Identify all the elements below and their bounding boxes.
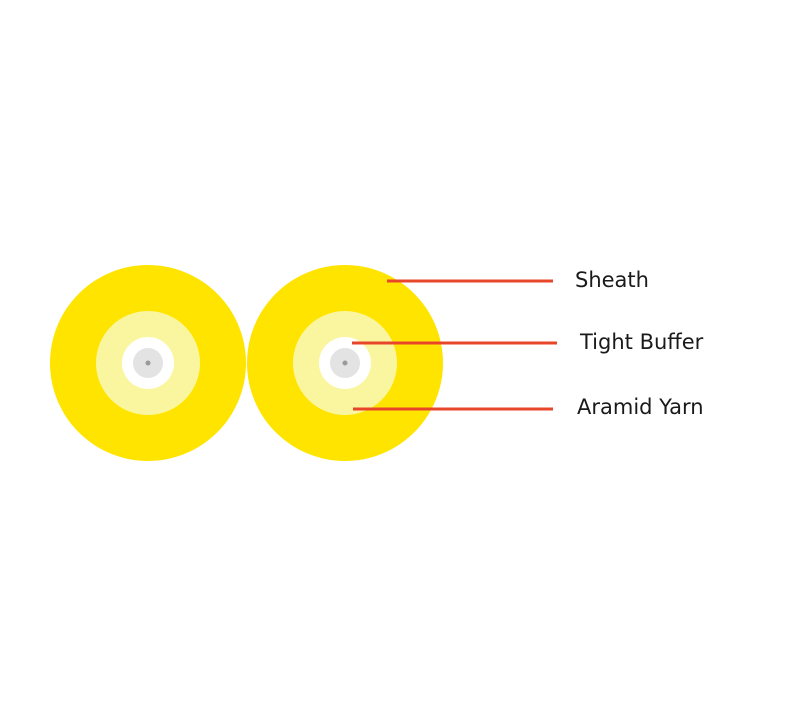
aramid-yarn-label: Aramid Yarn	[577, 395, 704, 419]
sheath-label: Sheath	[575, 268, 649, 292]
tight-buffer-label: Tight Buffer	[580, 330, 704, 354]
core-right	[342, 360, 348, 366]
fiber-left	[50, 265, 246, 461]
fiber-right	[247, 265, 443, 461]
core-left	[145, 360, 151, 366]
